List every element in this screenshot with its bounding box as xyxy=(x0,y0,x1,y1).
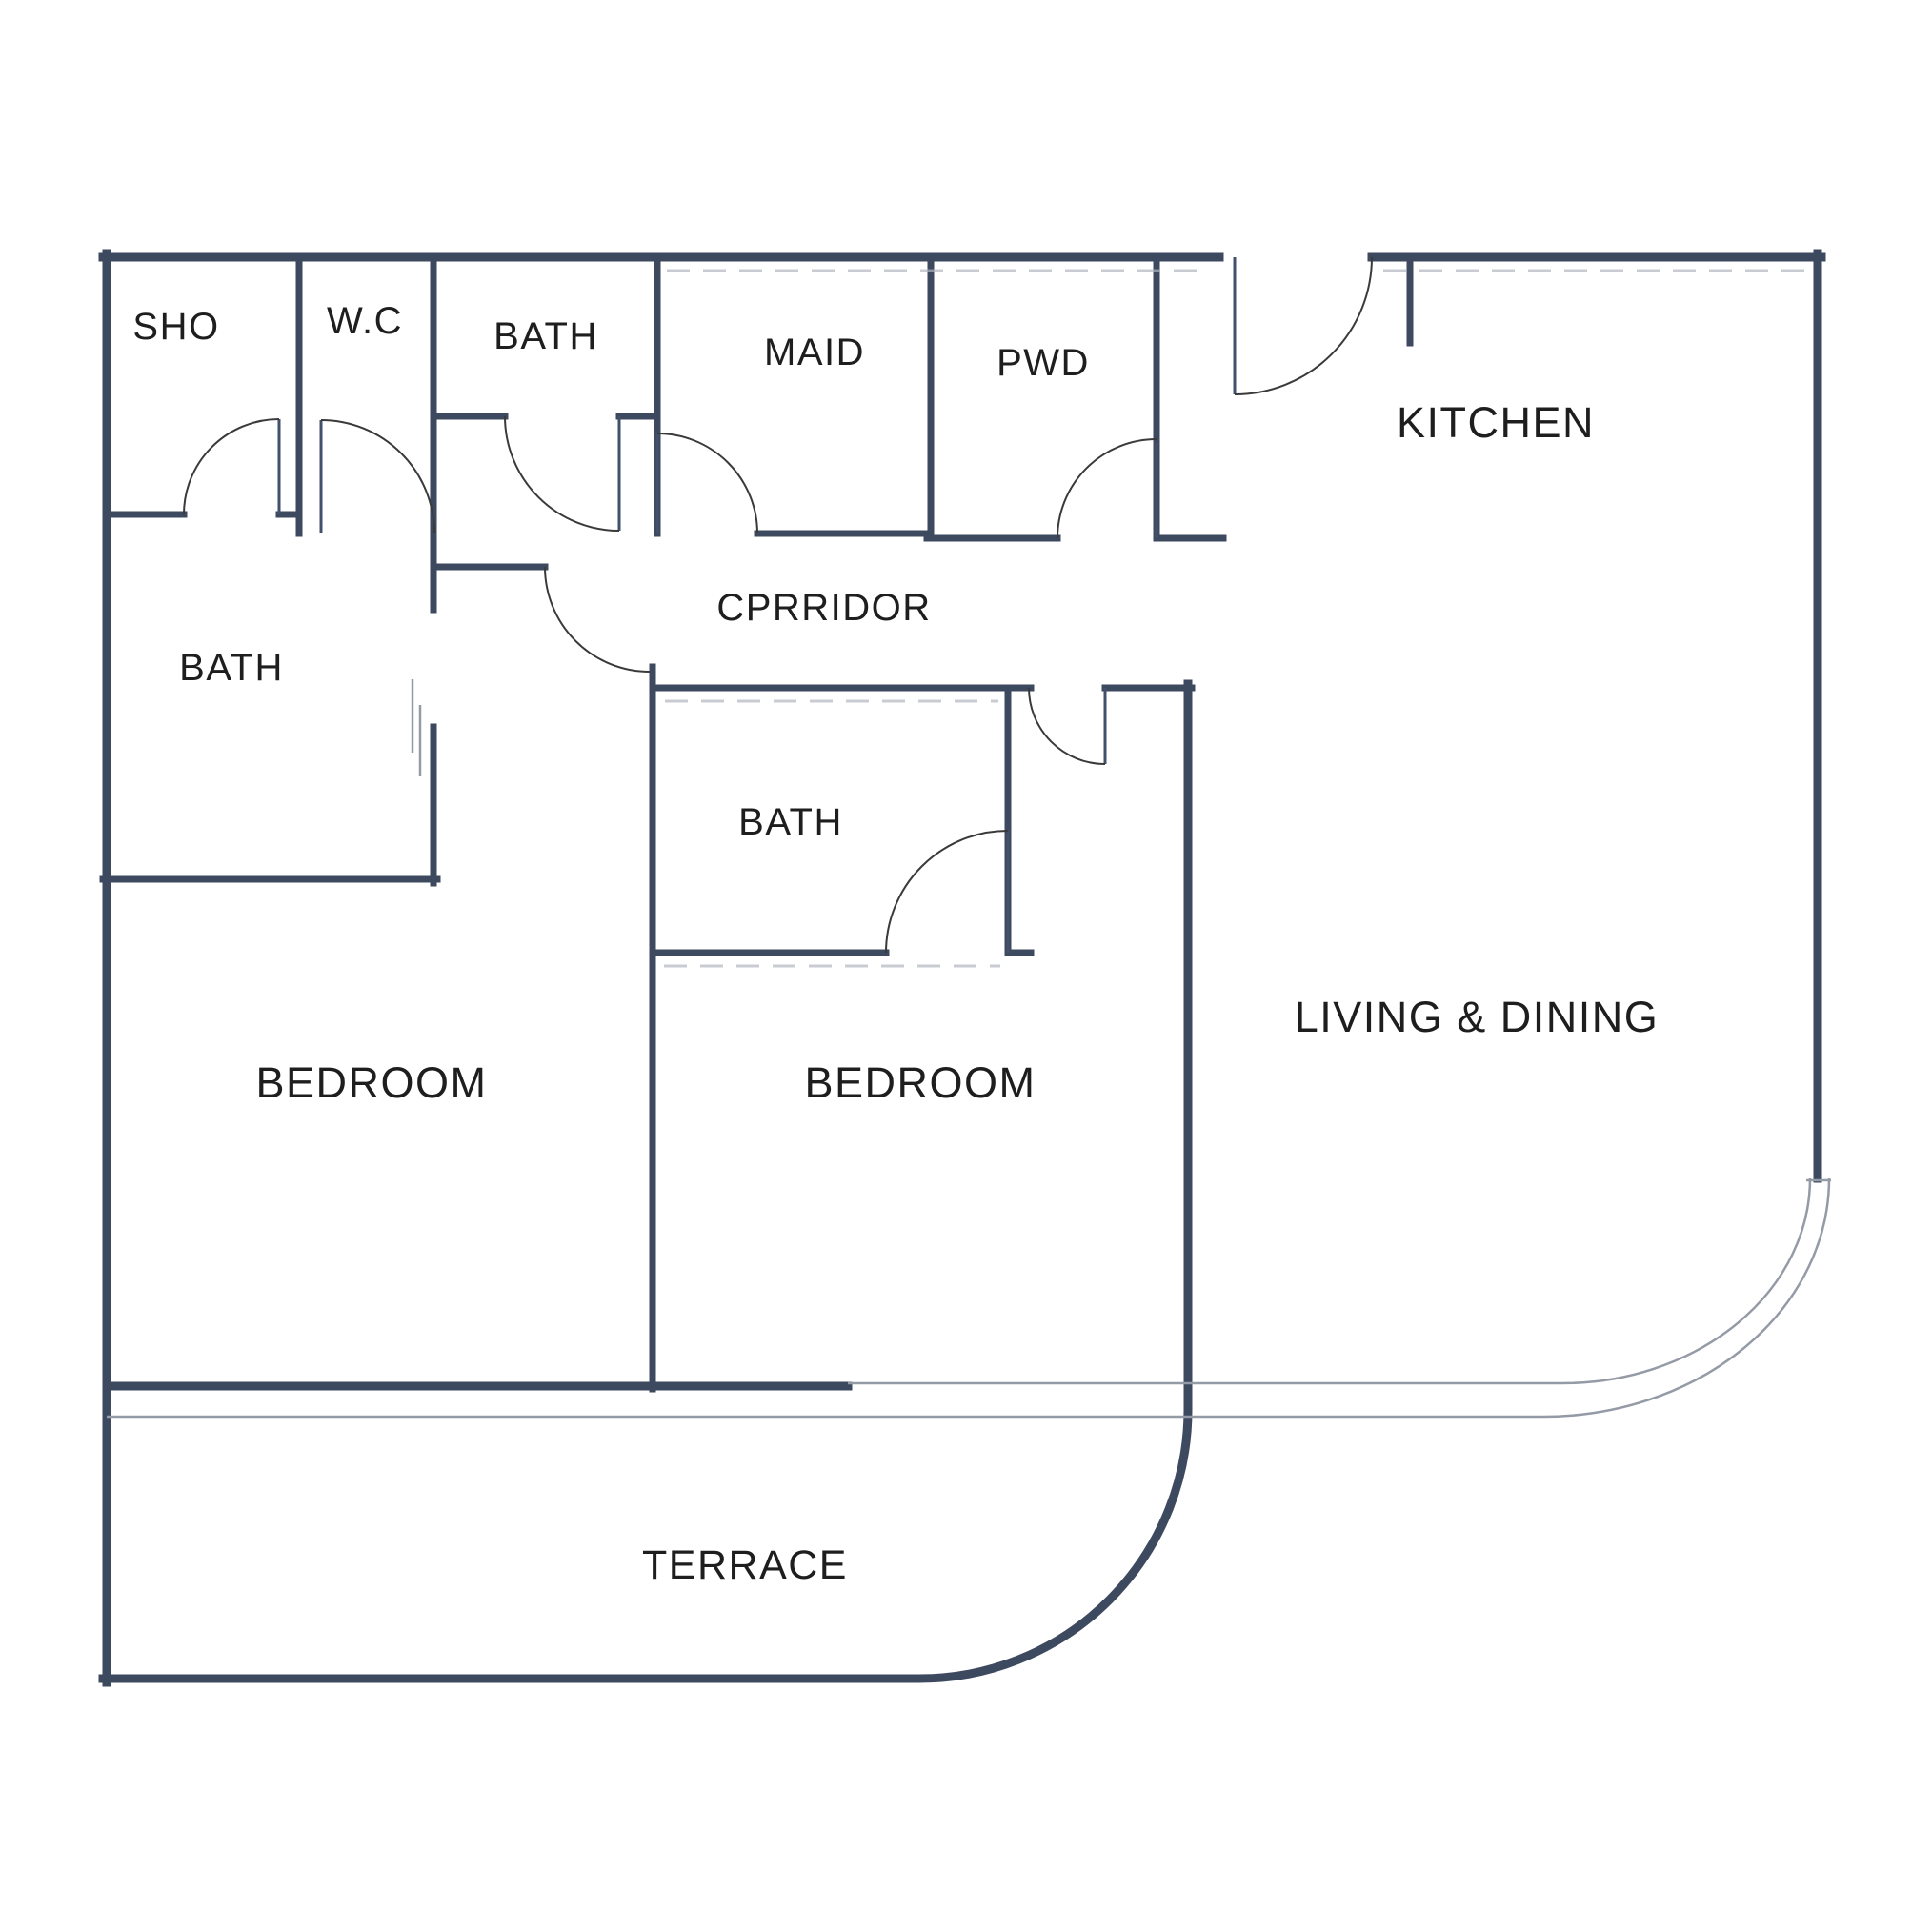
room-label-bedroom-right: BEDROOM xyxy=(804,1058,1036,1107)
bedroom2-door-arc xyxy=(1028,687,1106,765)
wc-door-arc xyxy=(320,419,435,534)
entrance-door-arc xyxy=(1234,256,1373,395)
room-label-bath-middle: BATH xyxy=(738,801,843,843)
outer-walls xyxy=(98,249,1826,1687)
wall-tick-marks xyxy=(664,269,1804,968)
room-label-kitchen: KITCHEN xyxy=(1397,398,1595,447)
door-arcs xyxy=(183,256,1373,954)
sliding-door-lines xyxy=(411,679,422,776)
maid-door-arc xyxy=(656,433,758,534)
room-label-bath-top: BATH xyxy=(493,315,598,357)
room-label-pwd: PWD xyxy=(996,342,1090,384)
room-label-maid: MAID xyxy=(764,332,865,373)
sho-door-arc xyxy=(183,418,280,515)
window-lines xyxy=(107,1177,1831,1419)
room-labels: SHO W.C BATH MAID PWD KITCHEN CPRRIDOR BATH BATH… xyxy=(132,300,1660,1588)
room-label-terrace: TERRACE xyxy=(642,1542,848,1588)
room-label-bedroom-left: BEDROOM xyxy=(255,1058,487,1107)
room-label-wc: W.C xyxy=(327,300,403,342)
corridor-door-arc xyxy=(544,566,651,673)
bath-top-door-arc xyxy=(504,415,620,532)
door-leaves xyxy=(277,257,1237,953)
wall-terrace-bottom-and-curve-and-living-divider xyxy=(98,679,1193,1683)
room-label-sho: SHO xyxy=(132,306,219,348)
room-label-bath-left: BATH xyxy=(179,647,284,689)
window-band-inner xyxy=(848,1177,1812,1385)
room-label-living-dining: LIVING & DINING xyxy=(1295,993,1660,1041)
room-label-corridor: CPRRIDOR xyxy=(716,587,931,629)
window-band-outer xyxy=(107,1177,1831,1419)
bath-middle-door-arc xyxy=(885,830,1009,954)
pwd-door-arc xyxy=(1057,438,1157,539)
interior-walls xyxy=(99,253,1414,1393)
